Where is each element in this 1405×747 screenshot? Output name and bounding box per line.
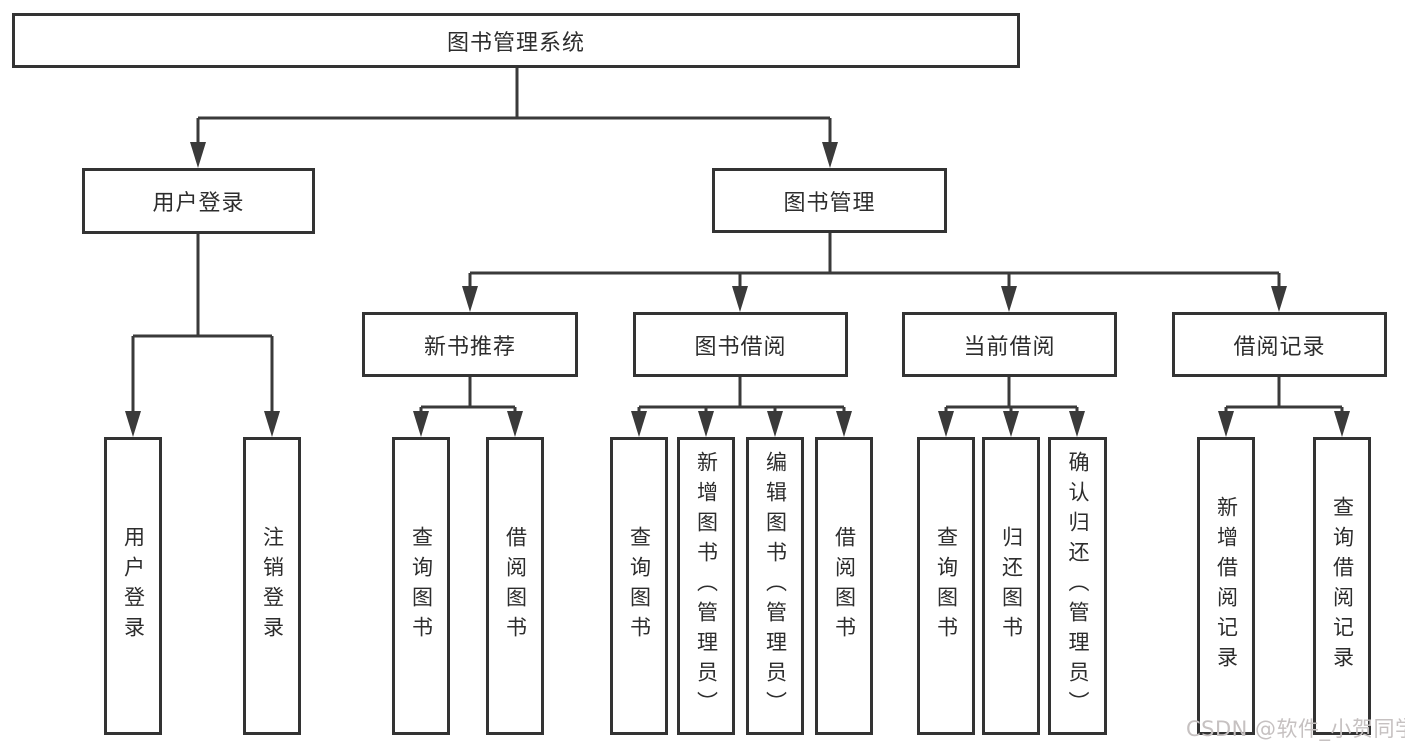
- connector-currentborrow-to-leaves: [944, 377, 1079, 415]
- node-leaf-add-borrow-record: 新增借阅记录: [1197, 437, 1255, 735]
- watermark: CSDN @软件_小贺同学: [1186, 717, 1405, 741]
- node-leaf-edit-book-label: 编辑图书（管理员）: [763, 451, 788, 721]
- arrowhead: [1271, 286, 1287, 312]
- connector-newbookrec-to-leaves: [419, 377, 517, 415]
- arrowhead: [190, 142, 206, 168]
- connector-root-to-level2: [196, 68, 832, 146]
- node-leaf-user-login: 用户登录: [104, 437, 162, 735]
- node-leaf-query-book-1: 查询图书: [392, 437, 450, 735]
- connector-lines: [131, 68, 1344, 415]
- arrowhead: [264, 411, 280, 437]
- arrowhead: [507, 411, 523, 437]
- node-borrow-record-label: 借阅记录: [1233, 334, 1326, 360]
- arrowhead: [1001, 286, 1017, 312]
- node-user-login: 用户登录: [82, 168, 315, 234]
- node-leaf-query-book-2-label: 查询图书: [627, 526, 652, 646]
- node-leaf-add-book-label: 新增图书（管理员）: [694, 451, 719, 721]
- arrowhead: [1069, 411, 1085, 437]
- node-leaf-borrow-book-1: 借阅图书: [486, 437, 544, 735]
- node-leaf-query-book-3: 查询图书: [917, 437, 975, 735]
- arrowhead: [1334, 411, 1350, 437]
- connector-borrowrecord-to-leaves: [1224, 377, 1344, 415]
- node-leaf-query-book-1-label: 查询图书: [409, 526, 434, 646]
- node-leaf-query-borrow-record-label: 查询借阅记录: [1330, 496, 1355, 676]
- node-leaf-user-login-label: 用户登录: [121, 526, 146, 646]
- arrowhead: [631, 411, 647, 437]
- arrowhead: [1003, 411, 1019, 437]
- node-leaf-logout-label: 注销登录: [260, 526, 285, 646]
- arrowhead: [698, 411, 714, 437]
- node-leaf-borrow-book-1-label: 借阅图书: [503, 526, 528, 646]
- arrowhead: [836, 411, 852, 437]
- node-leaf-confirm-return-label: 确认归还（管理员）: [1066, 451, 1090, 721]
- node-leaf-borrow-book-2: 借阅图书: [815, 437, 873, 735]
- arrowhead: [732, 286, 748, 312]
- node-leaf-query-book-3-label: 查询图书: [934, 526, 959, 646]
- node-borrow-record: 借阅记录: [1172, 312, 1387, 377]
- connector-bookmgmt-to-level3: [468, 233, 1281, 290]
- node-leaf-borrow-book-2-label: 借阅图书: [832, 526, 857, 646]
- node-leaf-add-borrow-record-label: 新增借阅记录: [1214, 496, 1239, 676]
- connector-bookborrow-to-leaves: [637, 377, 846, 415]
- connector-arrowheads: [125, 142, 1350, 437]
- node-leaf-add-book: 新增图书（管理员）: [677, 437, 735, 735]
- node-leaf-query-borrow-record: 查询借阅记录: [1313, 437, 1371, 735]
- node-leaf-query-book-2: 查询图书: [610, 437, 668, 735]
- arrowhead: [462, 286, 478, 312]
- arrowhead: [767, 411, 783, 437]
- connector-userlogin-to-leaves: [131, 234, 274, 415]
- arrowhead: [1218, 411, 1234, 437]
- node-leaf-return-book-label: 归还图书: [999, 526, 1024, 646]
- node-new-book-recommend: 新书推荐: [362, 312, 578, 377]
- node-book-borrow-label: 图书借阅: [694, 334, 787, 360]
- node-leaf-confirm-return: 确认归还（管理员）: [1048, 437, 1107, 735]
- arrowhead: [413, 411, 429, 437]
- arrowhead: [822, 142, 838, 168]
- node-leaf-return-book: 归还图书: [982, 437, 1040, 735]
- node-current-borrow: 当前借阅: [902, 312, 1117, 377]
- node-leaf-edit-book: 编辑图书（管理员）: [746, 437, 804, 735]
- arrowhead: [938, 411, 954, 437]
- node-root-label: 图书管理系统: [446, 30, 585, 56]
- arrowhead: [125, 411, 141, 437]
- node-root: 图书管理系统: [12, 13, 1020, 68]
- node-leaf-logout: 注销登录: [243, 437, 301, 735]
- node-book-management: 图书管理: [712, 168, 947, 233]
- node-book-borrow: 图书借阅: [633, 312, 848, 377]
- node-user-login-label: 用户登录: [152, 191, 245, 216]
- node-book-management-label: 图书管理: [783, 190, 876, 216]
- node-new-book-recommend-label: 新书推荐: [423, 334, 516, 360]
- node-current-borrow-label: 当前借阅: [963, 334, 1056, 360]
